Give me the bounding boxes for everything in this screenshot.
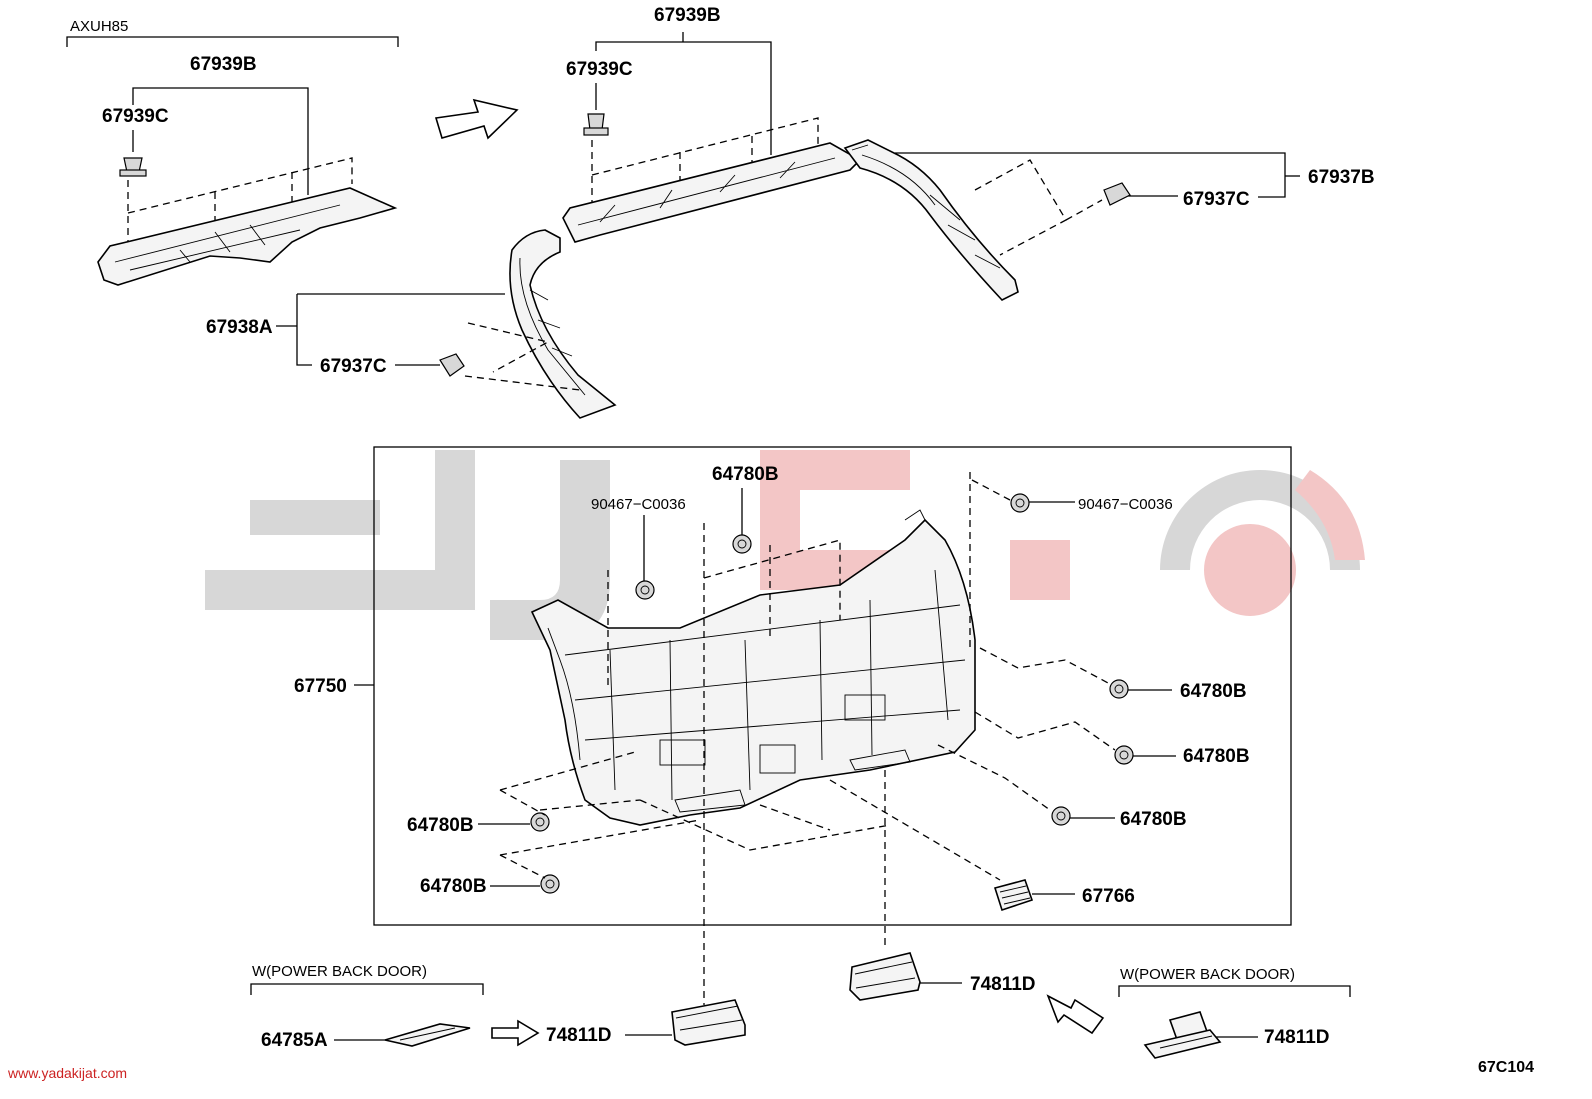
pillar-67937B	[843, 139, 1019, 301]
garnish-67939B-top	[562, 142, 862, 243]
condition-right: W(POWER BACK DOOR)	[1120, 966, 1295, 983]
part-64785A	[384, 1023, 471, 1047]
clip-67937C-left	[439, 353, 465, 377]
clip-67939C-left	[119, 157, 147, 177]
clip-64780B-top	[732, 534, 752, 554]
callout-67939B-top: 67939B	[654, 5, 721, 26]
handle-67766	[993, 879, 1034, 912]
callout-67937C-right: 67937C	[1183, 189, 1250, 210]
clip-67937C-right	[1103, 182, 1131, 206]
callout-64780B-r1: 64780B	[1180, 681, 1247, 702]
condition-left: W(POWER BACK DOOR)	[252, 963, 427, 980]
clip-64780B-r1	[1109, 679, 1129, 699]
callout-90467-left: 90467−C0036	[591, 496, 686, 513]
callout-74811D-a: 74811D	[546, 1025, 612, 1046]
clip-90467-right	[1010, 493, 1030, 513]
door-trim-group: 67750 64780B 90467−C0036	[294, 464, 1250, 1005]
clip-64780B-r3	[1051, 806, 1071, 826]
leader-67939B-left	[132, 87, 309, 195]
back-door-trim-67750	[530, 509, 976, 826]
condition-right-bracket	[1118, 985, 1351, 997]
part-74811D-a	[671, 999, 746, 1046]
callout-67750: 67750	[294, 676, 347, 697]
garnish-67939B-left	[97, 187, 398, 286]
condition-left-bracket	[250, 983, 484, 995]
callout-67939B-left: 67939B	[190, 54, 257, 75]
diagram-code: 67C104	[1478, 1059, 1534, 1076]
part-74811D-b	[849, 952, 921, 1001]
main-frame	[373, 446, 1292, 926]
website-watermark: www.yadakijat.com	[7, 1065, 127, 1081]
callout-64780B-r2: 64780B	[1183, 746, 1250, 767]
callout-64780B-l1: 64780B	[407, 815, 474, 836]
axuh85-bracket	[66, 36, 399, 47]
bottom-group: W(POWER BACK DOOR) 64785A 74811D 74811D …	[7, 952, 1534, 1081]
callout-67939C-top: 67939C	[566, 59, 633, 80]
callout-90467-right: 90467−C0036	[1078, 496, 1173, 513]
clip-90467-left	[635, 580, 655, 600]
callout-64780B-top: 64780B	[712, 464, 779, 485]
axuh85-label: AXUH85	[70, 18, 128, 35]
callout-67766: 67766	[1082, 886, 1135, 907]
callout-67939C-left: 67939C	[102, 106, 169, 127]
callout-64780B-l2: 64780B	[420, 876, 487, 897]
arrow-right-small-icon	[491, 1019, 540, 1047]
callout-67938A: 67938A	[206, 317, 273, 338]
clip-64780B-l2	[540, 874, 560, 894]
clip-64780B-l1	[530, 812, 550, 832]
callout-67937B: 67937B	[1308, 167, 1375, 188]
axuh85-group: AXUH85 67939B 67939C	[66, 18, 399, 286]
callout-74811D-c: 74811D	[1264, 1027, 1330, 1048]
clip-67939C-top	[583, 113, 609, 136]
clip-64780B-r2	[1114, 745, 1134, 765]
watermark-logo	[205, 450, 1365, 640]
callout-74811D-b: 74811D	[970, 974, 1036, 995]
callout-64785A: 64785A	[261, 1030, 328, 1051]
arrow-up-left-icon	[1046, 994, 1105, 1035]
part-74811D-c	[1143, 1011, 1222, 1059]
callout-64780B-r3: 64780B	[1120, 809, 1187, 830]
callout-67937C-left: 67937C	[320, 356, 387, 377]
upper-group: 67939B 67939C 67938A 67937C	[206, 5, 1375, 419]
pillar-67938A	[509, 229, 617, 419]
arrow-right-icon	[434, 98, 519, 140]
